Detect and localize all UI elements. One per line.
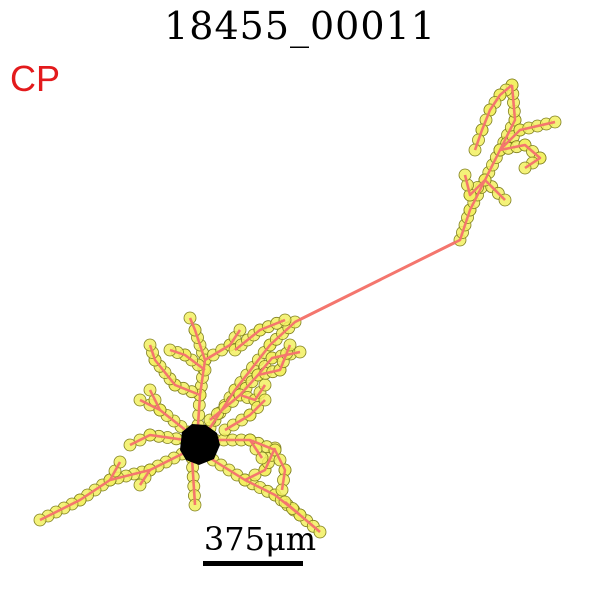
soma — [180, 424, 220, 465]
neurite-branch-overlay — [204, 453, 321, 533]
neurite-branch-overlay — [484, 179, 506, 201]
neurite-branch-overlay — [248, 439, 264, 459]
neurite-branch-overlay — [190, 457, 197, 506]
neurite-branch-overlay — [198, 84, 517, 444]
figure-title: 18455_00011 — [164, 4, 436, 48]
neurite-branch-overlay — [215, 438, 287, 491]
neurite-branch-overlay — [257, 344, 292, 377]
neurite-branch-overlay — [108, 461, 122, 481]
neurite-branch-overlay — [463, 174, 486, 197]
neurite-branch-overlay — [239, 384, 267, 402]
neurite-nodes — [33, 78, 562, 539]
neurite-branch-overlay — [499, 120, 556, 151]
neurite-branch-overlay — [284, 501, 301, 516]
scale-bar — [203, 561, 303, 566]
neurite-branch-overlay — [224, 399, 266, 432]
neurite-branch-overlay — [473, 84, 513, 151]
neurite-branch-overlay — [138, 469, 152, 486]
neurite-branch-overlay — [129, 433, 186, 447]
neurite-branch-overlay — [169, 348, 206, 371]
neurite-branch-overlay — [244, 447, 277, 482]
neurite-branch-overlay — [234, 318, 286, 351]
neurite-branch-overlay — [499, 143, 542, 170]
region-label: CP — [10, 58, 61, 99]
neurite-branch-overlay — [148, 344, 201, 397]
scale-bar-label: 375μm — [203, 520, 317, 558]
neurite-branch-overlay — [204, 329, 242, 362]
neurite-branch-overlay — [148, 389, 162, 411]
